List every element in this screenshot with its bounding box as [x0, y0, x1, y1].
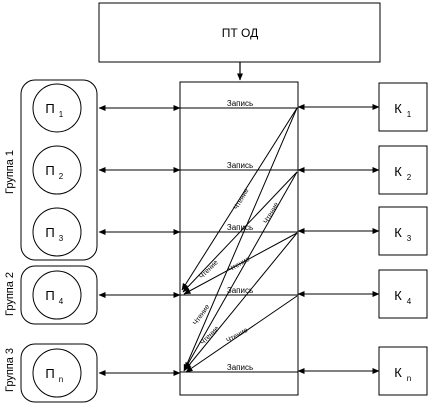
- header-label: ПТ ОД: [222, 26, 259, 40]
- read-arrow-a: [181, 107, 298, 291]
- write-label-1: Запись: [227, 99, 253, 108]
- header-box: [98, 2, 381, 63]
- consumer-node-4: К 4: [378, 269, 428, 319]
- consumer-label: К: [394, 164, 402, 179]
- consumer-sub: n: [407, 374, 411, 383]
- group-1-frame: [20, 79, 98, 261]
- consumer-node-3: К 3: [378, 206, 428, 256]
- read-arrow-c: [182, 171, 298, 293]
- process-node-3: П 3: [32, 207, 82, 257]
- process-sub: 3: [59, 234, 64, 243]
- process-sub: 4: [59, 297, 64, 306]
- group-2-frame: [20, 265, 98, 325]
- consumer-label: К: [394, 288, 402, 303]
- process-sub: 2: [59, 172, 64, 181]
- process-node-2: П 2: [32, 145, 82, 195]
- group-1-label: Группа 1: [4, 150, 16, 194]
- process-sub: 1: [59, 110, 64, 119]
- process-node-n: П n: [32, 348, 82, 398]
- consumer-node-n: К n: [378, 346, 428, 396]
- read-arrow-d: [184, 171, 298, 370]
- consumer-sub: 1: [407, 110, 412, 119]
- process-node-1: П 1: [32, 83, 82, 133]
- process-label: П: [45, 163, 54, 178]
- write-label-3: Запись: [227, 223, 253, 232]
- group-3-frame: [20, 343, 98, 403]
- consumer-node-1: К 1: [378, 82, 428, 132]
- group-2-label: Группа 2: [4, 272, 16, 316]
- consumer-label: К: [394, 365, 402, 380]
- group-3-label: Группа 3: [4, 348, 16, 392]
- consumer-sub: 4: [407, 297, 412, 306]
- consumer-sub: 2: [407, 173, 412, 182]
- consumer-label: К: [394, 101, 402, 116]
- read-arrow-b: [183, 107, 298, 372]
- read-arrow-g: [185, 295, 298, 373]
- process-label: П: [45, 225, 54, 240]
- consumer-node-2: К 2: [378, 145, 428, 195]
- process-sub: n: [59, 375, 63, 384]
- process-label: П: [45, 101, 54, 116]
- read-arrow-f: [184, 232, 298, 371]
- write-label-2: Запись: [227, 161, 253, 170]
- process-label: П: [45, 288, 54, 303]
- consumer-label: К: [394, 225, 402, 240]
- process-node-4: П 4: [32, 270, 82, 320]
- consumer-sub: 3: [407, 234, 412, 243]
- read-arrow-e: [183, 232, 298, 295]
- buffer-box: [179, 81, 299, 396]
- write-label-4: Запись: [227, 286, 253, 295]
- write-label-n: Запись: [227, 363, 253, 372]
- process-label: П: [45, 366, 54, 381]
